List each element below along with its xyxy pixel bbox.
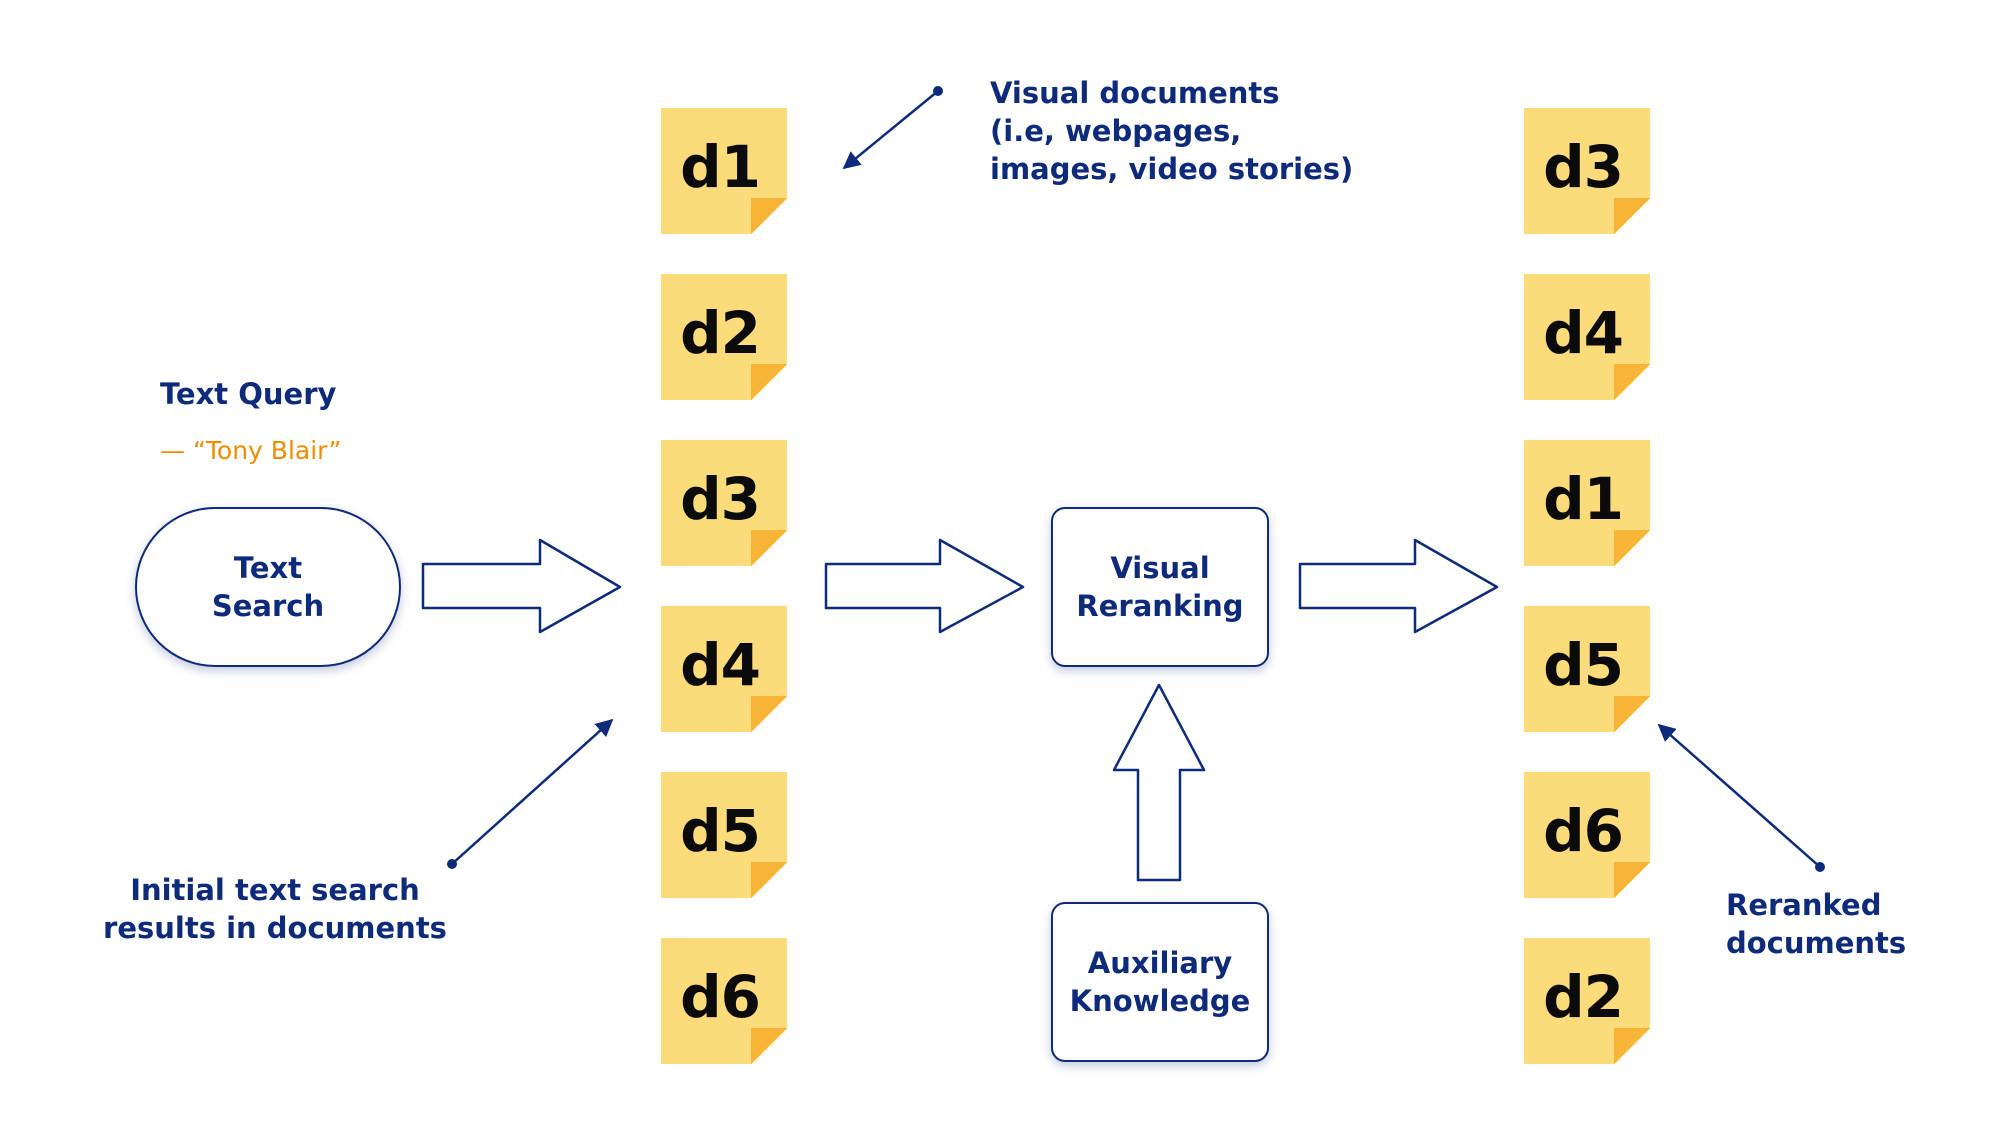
doc-label: d5 <box>1543 631 1624 699</box>
auxiliary-knowledge-node: Auxiliary Knowledge <box>1051 902 1269 1062</box>
reranked-doc-note: d6 <box>1524 772 1650 898</box>
text-search-label: Text Search <box>211 551 325 623</box>
doc-label: d2 <box>1543 963 1624 1031</box>
reranked-doc-note: d2 <box>1524 938 1650 1064</box>
reranked-doc-note: d5 <box>1524 606 1650 732</box>
query-example: — “Tony Blair” <box>160 436 342 465</box>
pointer-reranked-documents <box>1657 723 1825 872</box>
doc-note: d1 <box>661 108 787 234</box>
doc-label: d1 <box>680 133 761 201</box>
reranked-doc-note: d1 <box>1524 440 1650 566</box>
block-arrow-search-to-docs <box>421 538 622 634</box>
text-search-node: Text Search <box>135 507 401 667</box>
reranked-doc-note: d4 <box>1524 274 1650 400</box>
initial-results-label: Initial text search results in documents <box>103 873 447 945</box>
doc-note: d2 <box>661 274 787 400</box>
block-arrow-docs-to-rerank <box>824 538 1025 634</box>
block-arrow-rerank-to-output <box>1298 538 1499 634</box>
doc-label: d3 <box>680 465 761 533</box>
doc-label: d3 <box>1543 133 1624 201</box>
doc-label: d4 <box>1543 299 1624 367</box>
doc-label: d6 <box>1543 797 1624 865</box>
pointer-visual-documents <box>842 86 943 170</box>
doc-label: d1 <box>1543 465 1624 533</box>
reranked-doc-note: d3 <box>1524 108 1650 234</box>
auxiliary-knowledge-label: Auxiliary Knowledge <box>1069 946 1251 1018</box>
doc-label: d2 <box>680 299 761 367</box>
block-arrow-knowledge-to-rerank <box>1112 683 1206 882</box>
doc-note: d3 <box>661 440 787 566</box>
doc-label: d4 <box>680 631 761 699</box>
doc-note: d6 <box>661 938 787 1064</box>
doc-note: d4 <box>661 606 787 732</box>
reranked-documents-label: Reranked documents <box>1726 888 1907 960</box>
doc-note: d5 <box>661 772 787 898</box>
pointer-initial-results <box>447 718 614 869</box>
doc-label: d6 <box>680 963 761 1031</box>
visual-reranking-node: Visual Reranking <box>1051 507 1269 667</box>
text-query-label: Text Query <box>160 377 337 411</box>
visual-documents-label: Visual documents (i.e, webpages, images,… <box>990 76 1354 186</box>
doc-label: d5 <box>680 797 761 865</box>
visual-reranking-label: Visual Reranking <box>1076 551 1244 623</box>
